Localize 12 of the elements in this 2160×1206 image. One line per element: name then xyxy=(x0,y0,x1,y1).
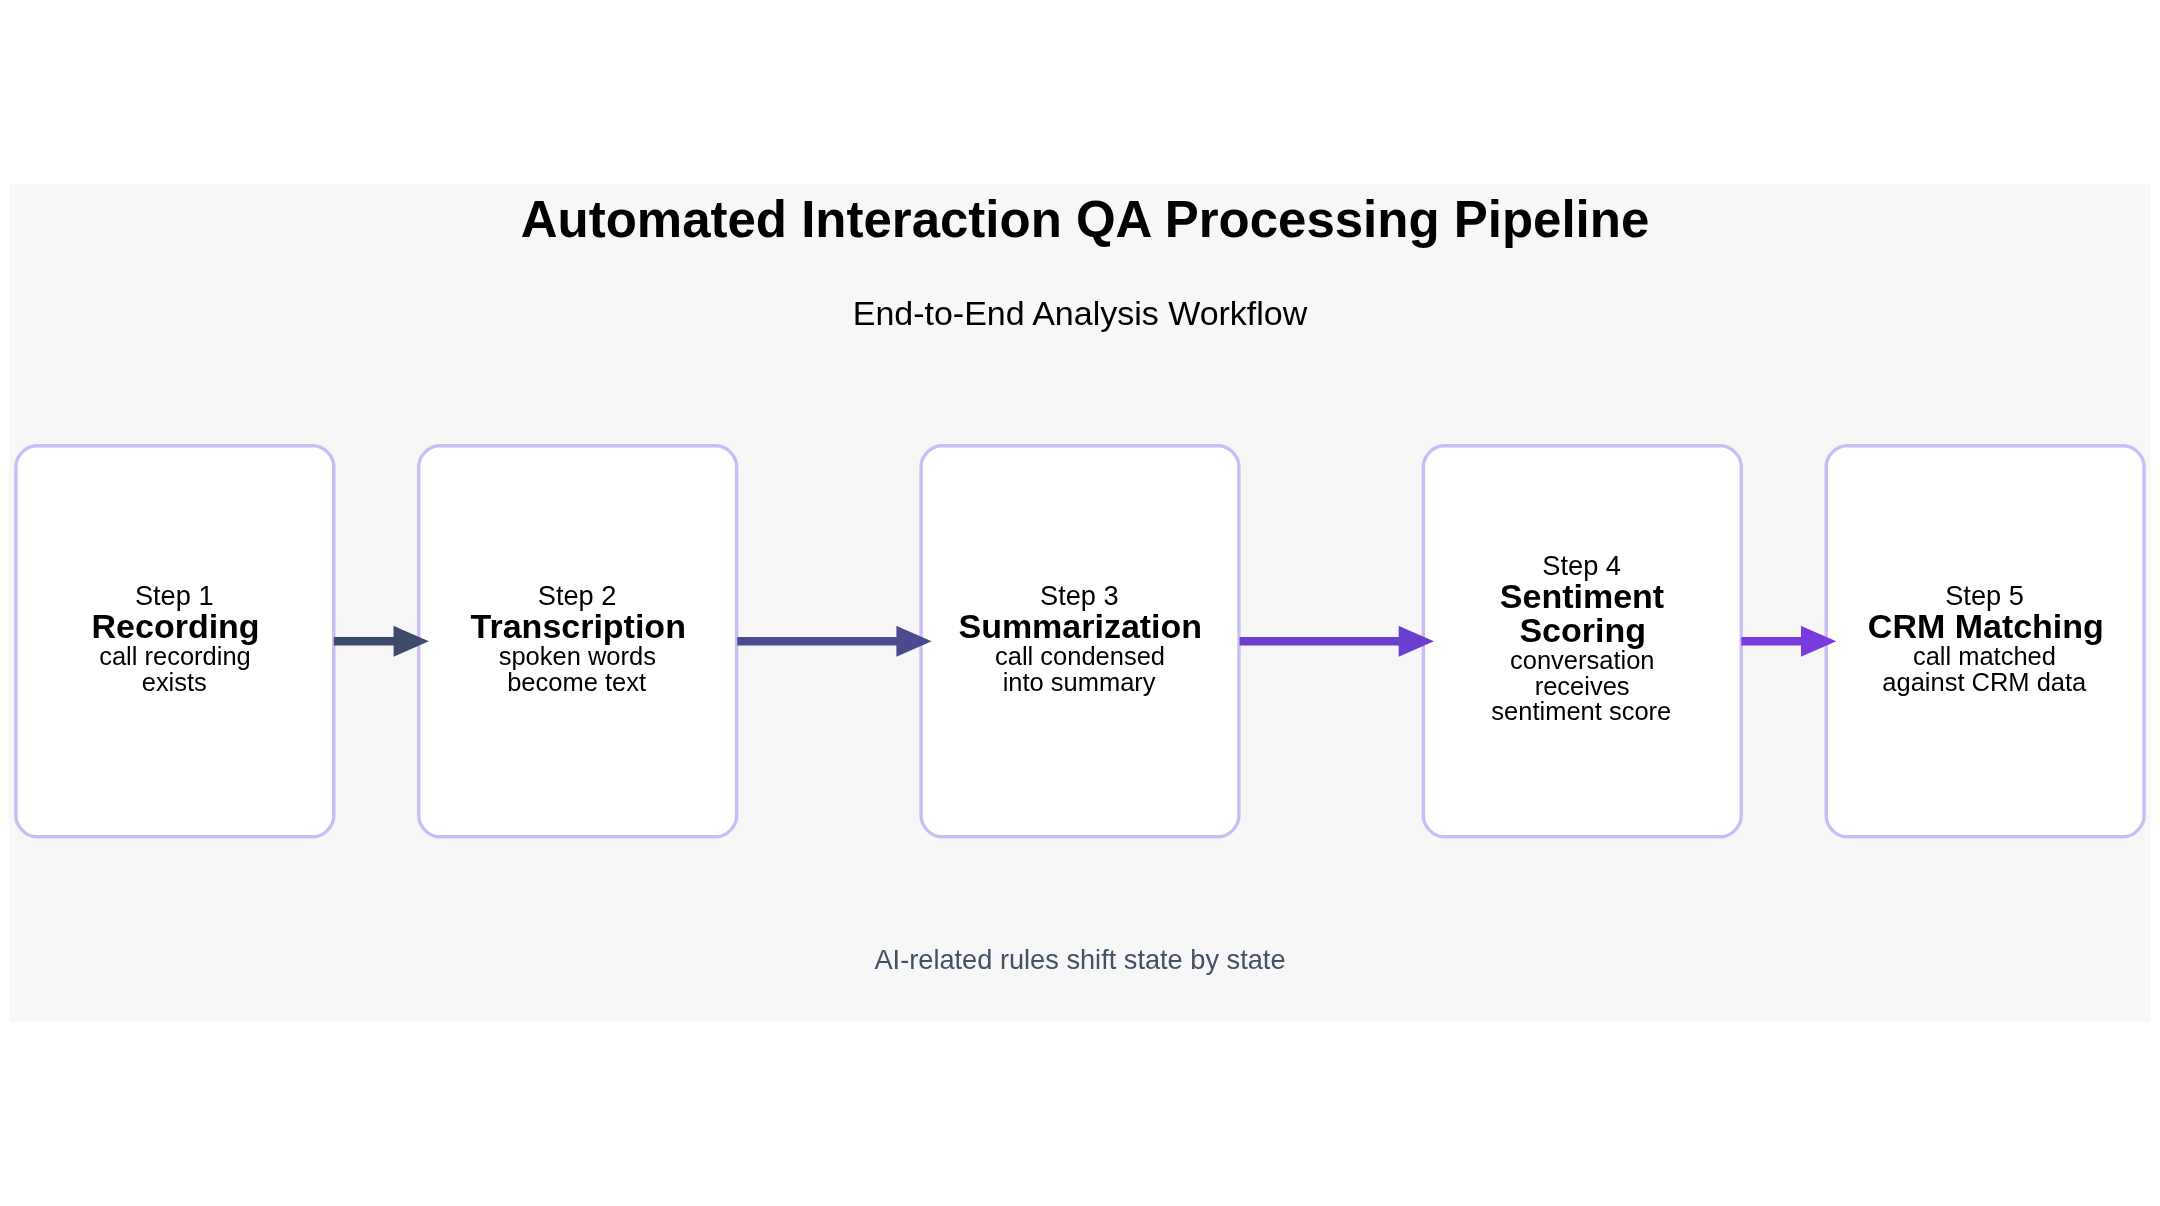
node-box: Step 4 Sentiment Scoring conversation receives sentiment score xyxy=(1421,444,1743,839)
node-box: Step 1 Recording call recording exists xyxy=(14,444,336,839)
arrow xyxy=(737,625,932,657)
arrow xyxy=(333,625,429,657)
caption: AI-related rules shift state by state xyxy=(874,943,1286,975)
arrow xyxy=(1239,625,1434,657)
label: End-to-End Analysis Workflow xyxy=(852,294,1308,333)
node-box: Step 2 Transcription spoken words become text xyxy=(417,444,739,839)
node-box: Step 3 Summarization call condensed into summary xyxy=(919,444,1241,839)
diagram-title: Automated Interaction QA Processing Pipeline xyxy=(520,190,1650,248)
node-box: Step 5 CRM Matching call matched against CRM data xyxy=(1824,444,2146,839)
arrow xyxy=(1741,625,1837,657)
